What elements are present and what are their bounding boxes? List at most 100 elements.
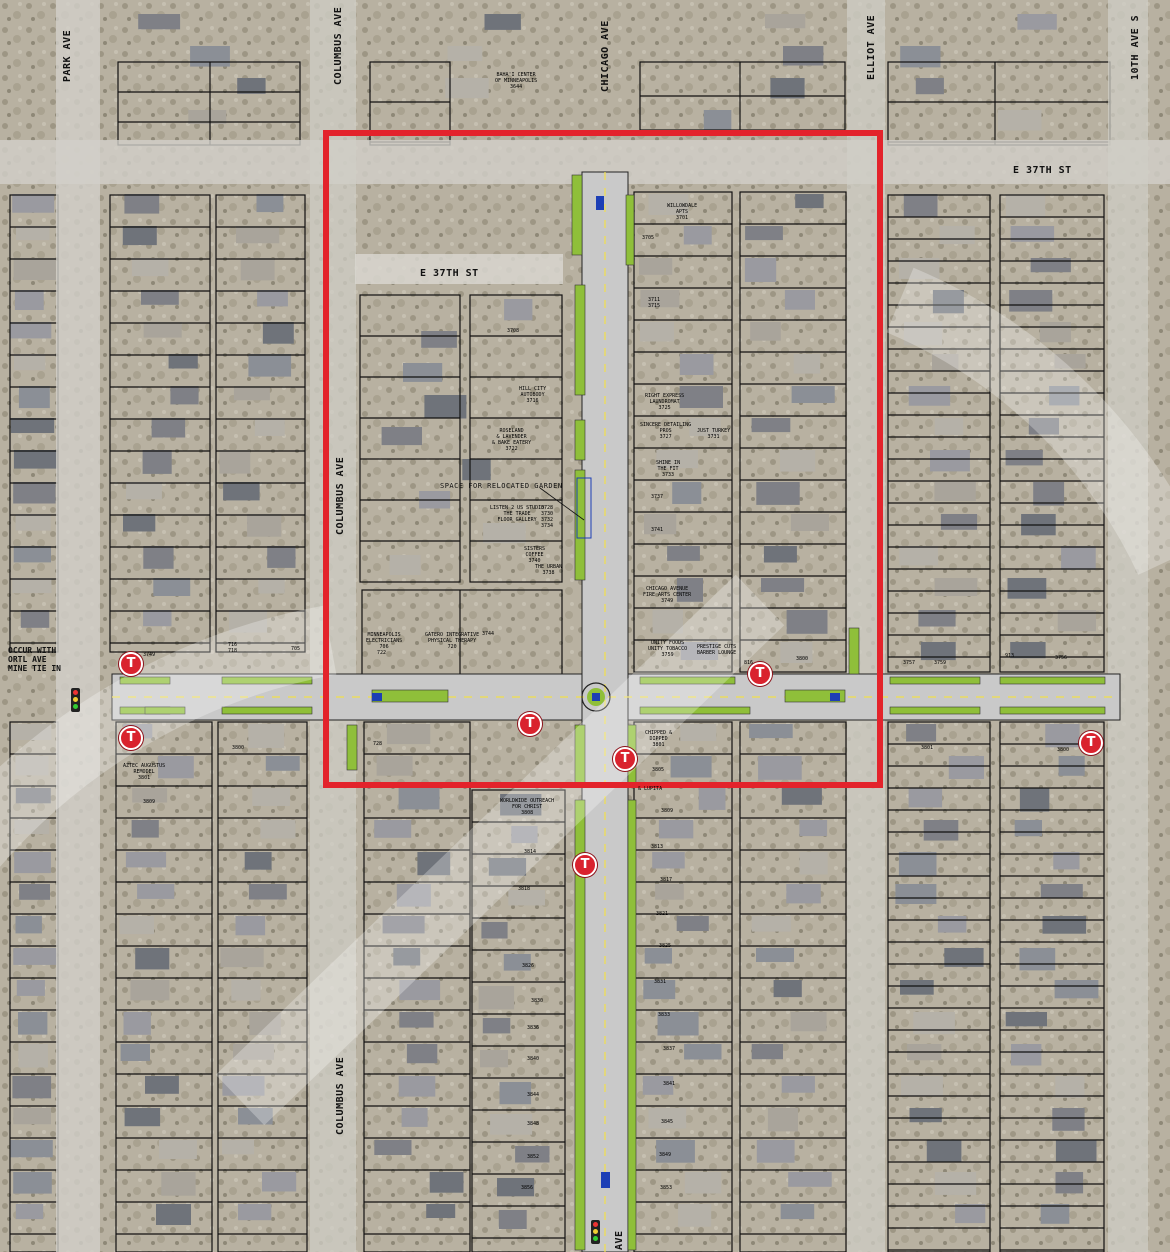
street-label-e37th-east: E 37TH ST	[1013, 165, 1072, 176]
house-roof	[937, 916, 967, 933]
bus-icon	[372, 693, 382, 701]
house-roof	[1061, 546, 1096, 570]
house-roof	[389, 555, 421, 575]
house-roof	[156, 1204, 191, 1225]
left-edge-note: OCCUR WITH ORTL AVE MINE TIE IN	[8, 646, 61, 673]
building-label: 3757	[903, 660, 916, 666]
house-roof	[138, 14, 181, 30]
house-roof	[1005, 194, 1046, 218]
house-roof	[799, 820, 828, 837]
house-roof	[15, 788, 51, 804]
house-roof	[143, 610, 172, 627]
building-label: UNITY FOODS UNITY TOBACCO 3759	[648, 640, 688, 658]
building-label: SISTERS COFFEE 3740	[524, 546, 546, 564]
house-roof	[895, 884, 937, 904]
house-roof	[12, 578, 52, 594]
house-roof	[656, 450, 698, 469]
house-roof	[12, 1076, 52, 1099]
house-roof	[908, 788, 943, 808]
house-roof	[13, 450, 58, 469]
house-roof	[238, 1108, 273, 1125]
house-roof	[248, 884, 287, 900]
house-roof	[1042, 916, 1087, 934]
house-roof	[783, 46, 824, 66]
tenth-ave	[1108, 0, 1148, 1252]
house-roof	[13, 482, 56, 504]
house-roof	[18, 386, 50, 409]
house-roof	[679, 386, 723, 408]
house-roof	[1049, 386, 1080, 406]
building-label: WORLDWIDE OUTREACH FOR CHRIST 3808	[500, 798, 555, 816]
house-roof	[903, 322, 943, 346]
house-roof	[1019, 948, 1056, 971]
median-planting	[627, 799, 637, 1251]
house-roof	[504, 299, 533, 321]
house-roof	[790, 1012, 827, 1032]
median-planting	[999, 676, 1106, 685]
house-roof	[751, 1044, 783, 1060]
median-planting	[574, 799, 586, 1251]
house-roof	[799, 852, 828, 875]
building-label: 3759	[934, 660, 947, 666]
house-roof	[640, 290, 680, 308]
bus-icon	[830, 693, 840, 701]
house-roof	[240, 258, 275, 281]
median-planting	[889, 676, 981, 685]
street-label-10th-ave: 10TH AVE S	[1130, 14, 1141, 80]
house-roof	[939, 226, 975, 245]
house-roof	[237, 78, 266, 94]
house-roof	[13, 1108, 52, 1125]
parcel-block	[109, 194, 211, 653]
house-roof	[906, 724, 937, 742]
house-roof	[497, 1178, 535, 1197]
building-label: CHIPPED & DIPPED 3801	[645, 730, 673, 748]
house-roof	[498, 1210, 527, 1229]
building-label: 3800	[796, 656, 809, 662]
building-label: HILL CITY AUTOBODY 3716	[519, 386, 547, 404]
building-label: SINCERE DETAILING PROS 3727	[640, 422, 692, 440]
relocated-garden-label: SPACE FOR RELOCATED GARDEN	[440, 482, 563, 490]
house-roof	[447, 46, 483, 61]
building-label: 705	[291, 646, 301, 652]
house-roof	[1055, 1140, 1097, 1162]
house-roof	[125, 852, 167, 868]
house-roof	[131, 258, 169, 277]
parcel-block	[999, 721, 1105, 1252]
leader-line	[539, 487, 585, 521]
house-roof	[918, 610, 956, 627]
house-roof	[644, 948, 672, 964]
house-roof	[168, 354, 198, 369]
median-planting	[371, 689, 449, 703]
house-roof	[934, 418, 964, 435]
house-roof	[780, 1204, 815, 1220]
house-roof	[399, 1012, 434, 1028]
house-roof	[15, 1204, 44, 1220]
house-roof	[229, 610, 267, 633]
house-roof	[235, 916, 266, 936]
building-label: 3831	[654, 979, 667, 985]
house-roof	[18, 1044, 48, 1068]
building-label: 3845	[661, 1119, 674, 1125]
street-label-columbus-ave-south: COLUMBUS AVE	[335, 1056, 346, 1135]
transit-stop-icon: T	[518, 712, 542, 736]
house-roof	[1010, 642, 1046, 659]
house-roof	[13, 948, 57, 965]
house-roof	[14, 852, 51, 874]
parcel-block	[739, 721, 847, 1252]
street-label-bottom-ave: AVE	[614, 1230, 625, 1250]
house-roof	[900, 46, 941, 68]
house-roof	[703, 110, 732, 132]
house-roof	[254, 418, 285, 436]
house-roof	[14, 820, 50, 835]
house-roof	[652, 852, 685, 869]
house-roof	[15, 916, 42, 934]
house-roof	[900, 980, 934, 995]
building-label: 816	[744, 660, 754, 666]
house-roof	[1040, 1204, 1070, 1224]
house-roof	[131, 820, 159, 838]
house-roof	[252, 788, 290, 806]
house-roof	[393, 948, 421, 966]
house-roof	[1028, 418, 1059, 435]
house-roof	[655, 884, 684, 900]
median-planting	[639, 706, 751, 715]
